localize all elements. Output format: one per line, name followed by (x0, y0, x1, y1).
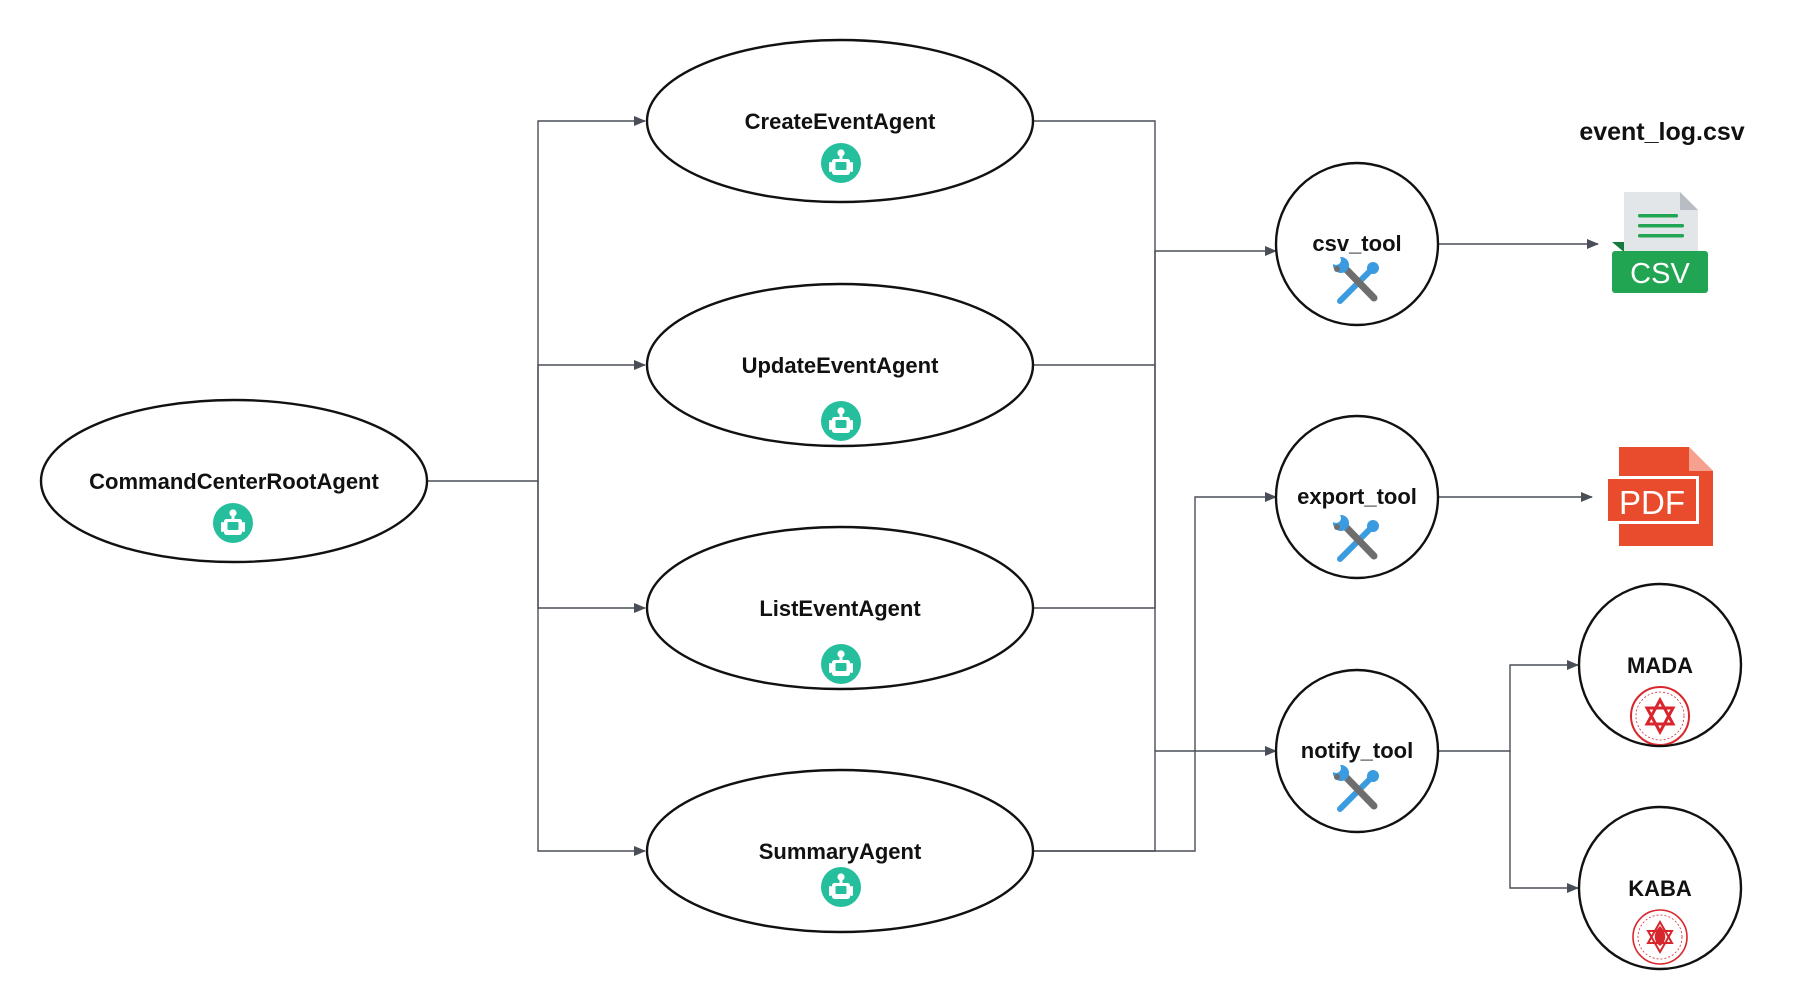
node-label: ListEventAgent (759, 596, 921, 621)
node-label: CreateEventAgent (745, 109, 936, 134)
edge-notify-kaba (1509, 751, 1579, 893)
pdf-badge-text: PDF (1619, 484, 1685, 521)
robot-icon (821, 143, 861, 183)
edge-root-update (537, 360, 646, 481)
edge-root-list (537, 481, 646, 613)
node-create-event-agent[interactable]: CreateEventAgent (645, 38, 1035, 204)
edge-create-csv (1033, 120, 1277, 256)
node-list-event-agent[interactable]: ListEventAgent (645, 525, 1035, 691)
node-update-event-agent[interactable]: UpdateEventAgent (645, 282, 1035, 448)
node-label: notify_tool (1301, 738, 1413, 763)
fire-rescue-emblem (1632, 909, 1688, 965)
csv-badge-text: CSV (1630, 258, 1690, 290)
edge-root-summary (537, 481, 646, 856)
edge-summary-export (1033, 492, 1277, 852)
node-label: SummaryAgent (759, 839, 922, 864)
node-export-tool[interactable]: export_tool (1274, 414, 1440, 580)
node-label: CommandCenterRootAgent (89, 469, 379, 494)
csv-file-icon: CSV (1612, 192, 1708, 293)
node-label: MADA (1627, 653, 1693, 678)
star-of-david-emblem (1630, 686, 1690, 745)
csv-output: event_log.csv CSV (1579, 118, 1745, 293)
robot-icon (821, 867, 861, 907)
node-kaba[interactable]: KABA (1577, 805, 1743, 971)
edges (427, 116, 1599, 893)
node-command-center-root-agent[interactable]: CommandCenterRootAgent (39, 398, 429, 564)
node-summary-agent[interactable]: SummaryAgent (645, 768, 1035, 934)
robot-icon (821, 644, 861, 684)
node-label: csv_tool (1312, 231, 1401, 256)
node-csv-tool[interactable]: csv_tool (1274, 161, 1440, 327)
edge-notify-mada (1438, 660, 1579, 752)
robot-icon (821, 401, 861, 441)
node-label: export_tool (1297, 484, 1417, 509)
node-mada[interactable]: MADA (1577, 582, 1743, 748)
node-label: UpdateEventAgent (742, 353, 939, 378)
node-notify-tool[interactable]: notify_tool (1274, 668, 1440, 834)
edge-list-csv (1033, 251, 1156, 609)
node-label: KABA (1628, 876, 1692, 901)
edge-root-create (427, 116, 646, 482)
robot-icon (213, 503, 253, 543)
pdf-file-icon: PDF (1605, 447, 1713, 546)
edge-summary-notify (1033, 746, 1277, 852)
csv-file-caption: event_log.csv (1579, 118, 1744, 146)
edge-update-csv (1033, 251, 1156, 366)
